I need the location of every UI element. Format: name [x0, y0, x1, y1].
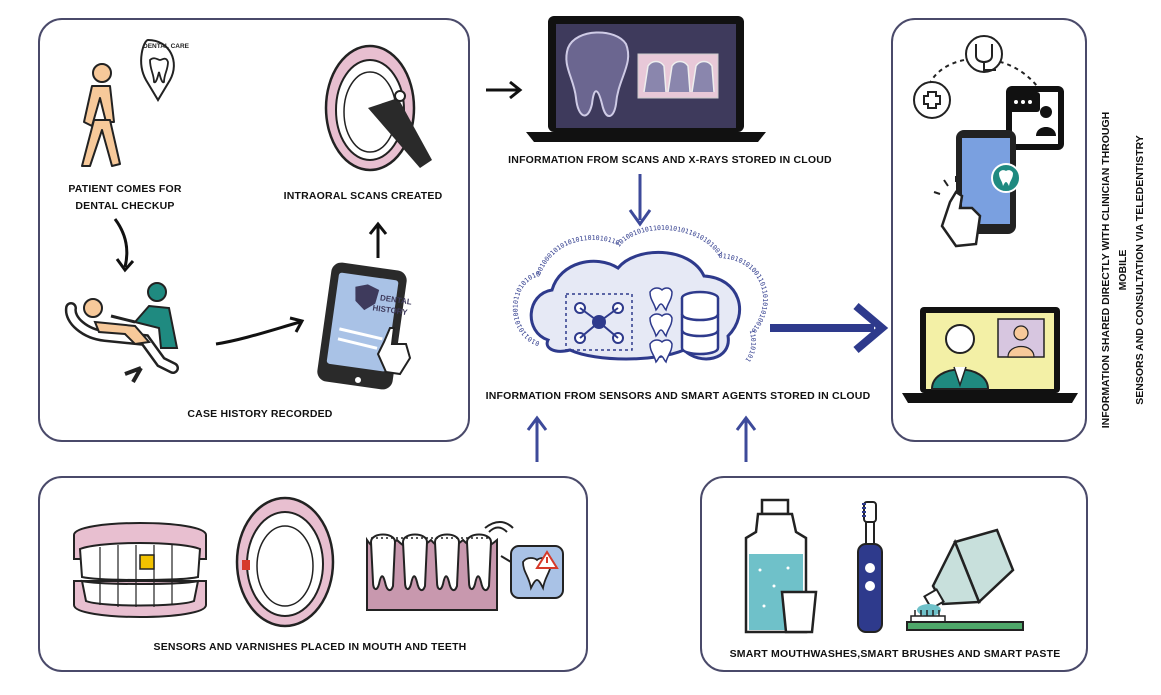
arrow-up-from-products [735, 415, 757, 462]
dental-checkup-label: DENTAL CHECKUP [75, 200, 175, 212]
dental-chair-illustration [64, 282, 179, 383]
teeth-sensor-illustration [73, 522, 207, 618]
dental-history-tablet: DENTAL HISTORY [317, 262, 412, 390]
sensors-cloud-label: INFORMATION FROM SENSORS AND SMART AGENT… [485, 390, 871, 402]
intraoral-scan-illustration [324, 44, 432, 172]
teeth-alert-illustration [366, 521, 564, 611]
smart-mouthwash-illustration [744, 498, 818, 634]
video-call-laptop [902, 307, 1078, 403]
arrow-down-cloud [628, 174, 652, 227]
smart-toothbrush-illustration [857, 501, 883, 633]
arrow-up-from-sensors [526, 415, 548, 462]
case-history-label: CASE HISTORY RECORDED [187, 408, 333, 420]
teledentistry-line-1: INFORMATION SHARED DIRECTLY WITH CLINICI… [1100, 111, 1129, 429]
teledentistry-line-2: SENSORS AND CONSULTATION VIA TELEDENTIST… [1134, 135, 1146, 405]
mobile-consultation-illustration [913, 35, 1064, 248]
scans-cloud-label: INFORMATION FROM SCANS AND X-RAYS STORED… [508, 154, 832, 166]
smart-products-label: SMART MOUTHWASHES,SMART BRUSHES AND SMAR… [729, 648, 1061, 660]
mouth-sensor-illustration [235, 496, 335, 628]
teledentistry-vertical-label: INFORMATION SHARED DIRECTLY WITH CLINICI… [1098, 110, 1149, 430]
arrow-down-left [113, 218, 135, 273]
dental-care-badge-text: DENTAL CARE [143, 43, 190, 50]
cloud-database-illustration: 0101101010010110101010001000101010101101… [511, 224, 769, 364]
arrow-to-tablet [215, 316, 305, 346]
sensors-varnishes-label: SENSORS AND VARNISHES PLACED IN MOUTH AN… [153, 641, 467, 653]
arrow-up-scans [368, 221, 388, 258]
intraoral-scans-label: INTRAORAL SCANS CREATED [283, 190, 443, 202]
patient-comes-label: PATIENT COMES FOR [68, 183, 182, 195]
arrow-to-clinician [770, 302, 889, 354]
dental-history-text-1: DENTAL [379, 293, 412, 306]
smart-toothpaste-illustration [906, 528, 1024, 631]
patient-walking-illustration: DENTAL CARE [81, 38, 190, 167]
xray-laptop [526, 16, 766, 142]
arrow-to-laptop [486, 80, 523, 100]
